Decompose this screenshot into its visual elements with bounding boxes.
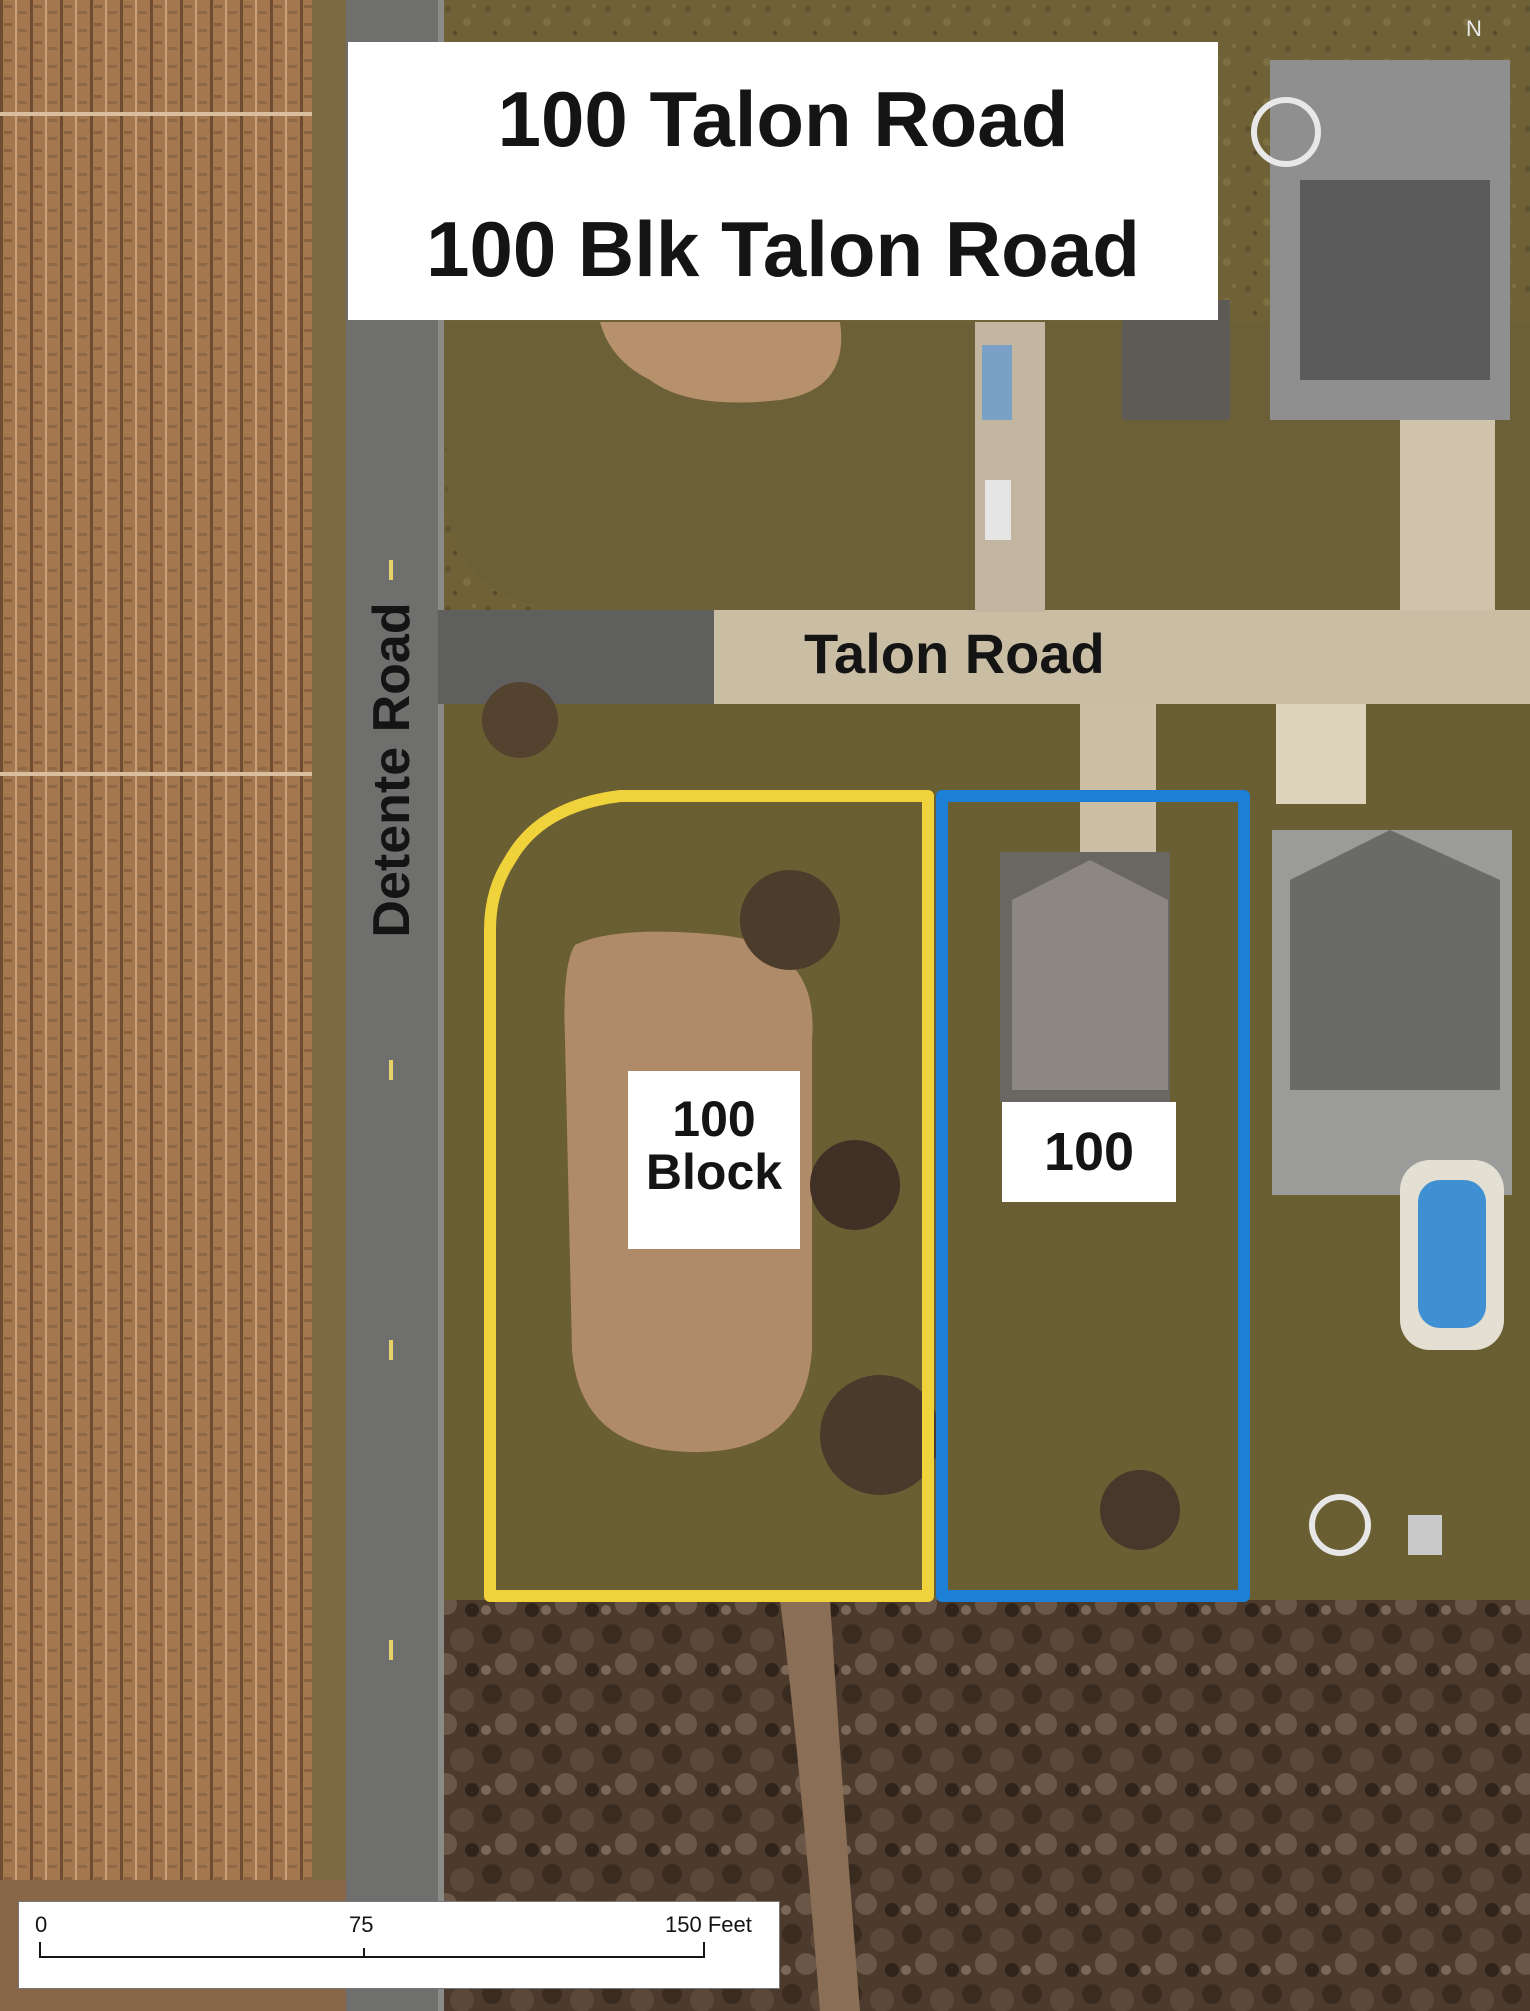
scale-line	[39, 1956, 705, 1958]
field-shoulder	[312, 0, 346, 2011]
scale-tick-end	[703, 1942, 705, 1958]
neighbor-trampoline	[1309, 1494, 1371, 1556]
field-divider-upper	[0, 112, 312, 116]
woods-path	[780, 1600, 860, 2011]
talon-road-concrete	[714, 610, 1530, 704]
tree	[740, 870, 840, 970]
upper-car	[985, 480, 1011, 540]
detente-road-edge	[438, 0, 444, 2011]
field-divider-lower	[0, 772, 312, 776]
parcel-label-lot: 100	[1002, 1102, 1176, 1202]
detente-road-pavement	[346, 0, 438, 2011]
parcel-label-block-number: 100	[672, 1091, 756, 1147]
tree	[810, 1140, 900, 1230]
house-lot-100-roof	[1012, 860, 1168, 1090]
title-line-block: 100 Blk Talon Road	[426, 205, 1140, 293]
upper-boat	[982, 345, 1012, 420]
scale-tick-start	[39, 1942, 41, 1958]
title-label-box: 100 Talon Road 100 Blk Talon Road	[348, 42, 1218, 320]
farm-field	[0, 0, 312, 2011]
house-upper-right-roof	[1300, 180, 1490, 380]
neighbor-shed	[1408, 1515, 1442, 1555]
scale-label-end: 150 Feet	[665, 1912, 752, 1937]
title-line-address: 100 Talon Road	[497, 75, 1069, 163]
house-upper-left-roof	[1122, 300, 1230, 420]
parcel-outline-block	[484, 790, 934, 1602]
driveway-upper-2	[1400, 420, 1495, 610]
parcel-label-block-word: Block	[645, 1144, 783, 1200]
north-arrow-icon: N	[1466, 16, 1482, 41]
driveway-neighbor	[1276, 704, 1366, 804]
scale-tick-mid	[363, 1948, 365, 1958]
neighbor-pool	[1418, 1180, 1486, 1328]
scale-label-zero: 0	[35, 1912, 48, 1937]
scale-bar: 0 75 150 Feet	[18, 1901, 780, 1989]
driveway-lot-100	[1080, 704, 1156, 854]
parcel-outline-lot	[936, 790, 1250, 1602]
neighbor-house-roof	[1290, 830, 1500, 1090]
parcel-label-lot-number: 100	[1043, 1122, 1135, 1182]
talon-road-asphalt	[438, 610, 714, 704]
detente-road-label: Detente Road	[363, 602, 421, 938]
tree	[482, 682, 558, 758]
upper-dirt-patch	[600, 322, 842, 403]
upper-trampoline	[1251, 97, 1321, 167]
parcel-label-block: 100 Block	[628, 1071, 800, 1249]
scale-label-mid: 75	[349, 1912, 374, 1937]
talon-road-label: Talon Road	[804, 622, 1105, 685]
tree	[820, 1375, 940, 1495]
tree	[1100, 1470, 1180, 1550]
